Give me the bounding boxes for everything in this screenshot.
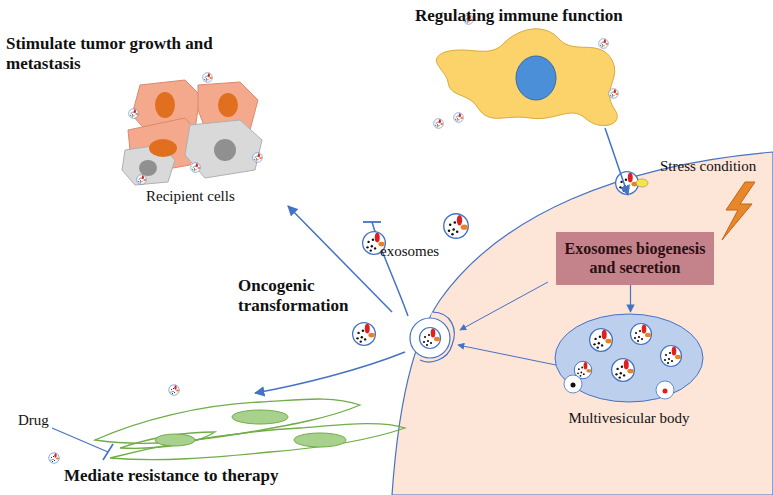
section-heading: Mediate resistance to therapy	[64, 466, 364, 486]
arrow	[460, 282, 548, 330]
drug-inhibition	[52, 428, 108, 452]
lightning-bolt	[722, 182, 755, 240]
exosome-label: exosomes	[380, 243, 460, 260]
connector-arrow	[630, 285, 631, 312]
resistant-cell	[120, 432, 215, 448]
arrow	[605, 128, 628, 195]
mvb-outline	[553, 312, 705, 404]
recipient-cell	[185, 120, 262, 178]
process-box: Exosomes biogenesis and secretion	[556, 232, 714, 285]
section-heading: Oncogenic transformation	[238, 276, 378, 315]
drug-label: Drug	[18, 412, 68, 429]
box-text: Exosomes biogenesis and secretion	[562, 239, 708, 277]
cell-label: Recipient cells	[146, 188, 266, 205]
source-cell	[392, 152, 773, 495]
condition-label: Stress condition	[660, 158, 770, 175]
multivesicular-body: Multivesicular body	[553, 312, 705, 429]
immune-cell	[436, 29, 617, 126]
arrow	[255, 352, 405, 393]
section-heading: Regulating immune function	[415, 6, 655, 26]
section-heading: Stimulate tumor growth and metastasis	[6, 34, 236, 73]
resistant-cell	[110, 424, 405, 460]
mvb-label: Multivesicular body	[553, 410, 705, 427]
arrow	[458, 345, 556, 365]
